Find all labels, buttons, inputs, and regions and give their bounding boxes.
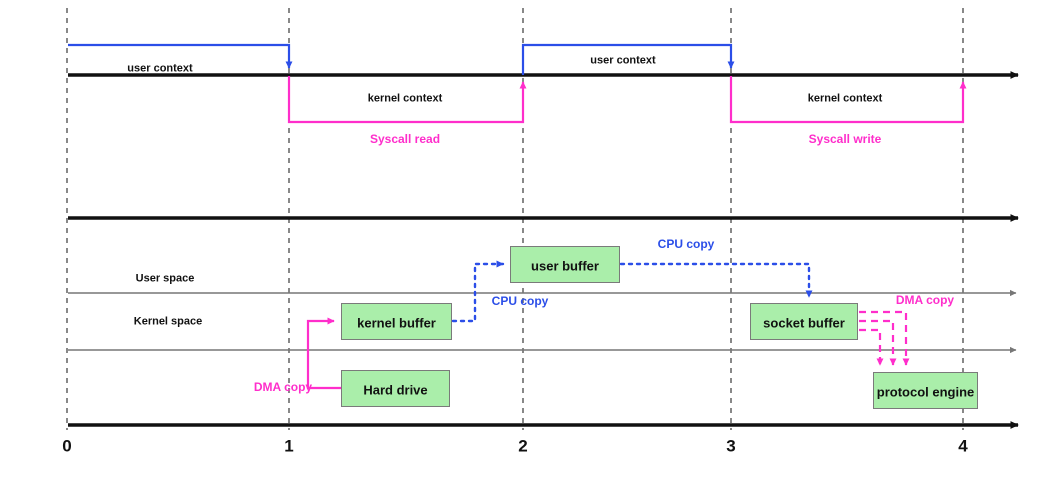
axis-tick-1: 1	[284, 436, 294, 456]
axis-tick-0: 0	[62, 436, 72, 456]
dma-copy-write-arrows	[859, 310, 910, 366]
label-user-context-2: user context	[590, 54, 656, 67]
label-syscall-write: Syscall write	[808, 132, 882, 146]
label-dma-copy-write: DMA copy	[895, 293, 955, 307]
label-dma-copy-read: DMA copy	[253, 380, 313, 394]
label-kernel-context-1: kernel context	[367, 92, 443, 105]
user-context-bracket-2	[521, 43, 735, 75]
axis-tick-4: 4	[958, 436, 968, 456]
cpu-copy-write-arrow	[619, 262, 813, 299]
syscall-write-bracket	[729, 76, 967, 124]
label-cpu-copy-read: CPU copy	[491, 294, 549, 308]
user-context-bracket-1	[68, 43, 293, 69]
axis-tick-3: 3	[726, 436, 736, 456]
label-kernel-space: Kernel space	[133, 315, 203, 328]
box-socket-buffer[interactable]	[750, 303, 858, 340]
box-kernel-buffer[interactable]	[341, 303, 452, 340]
label-user-context-1: user context	[127, 62, 193, 75]
label-kernel-context-2: kernel context	[807, 92, 883, 105]
label-user-space: User space	[135, 272, 195, 285]
cpu-copy-read-arrow	[451, 260, 505, 323]
dma-copy-read-arrow	[306, 317, 341, 390]
label-cpu-copy-write: CPU copy	[657, 237, 715, 251]
label-syscall-read: Syscall read	[369, 132, 441, 146]
syscall-read-bracket	[287, 76, 527, 124]
box-hard-drive[interactable]	[341, 370, 450, 407]
box-protocol-engine[interactable]	[873, 372, 978, 409]
axis-tick-2: 2	[518, 436, 528, 456]
box-user-buffer[interactable]	[510, 246, 620, 283]
